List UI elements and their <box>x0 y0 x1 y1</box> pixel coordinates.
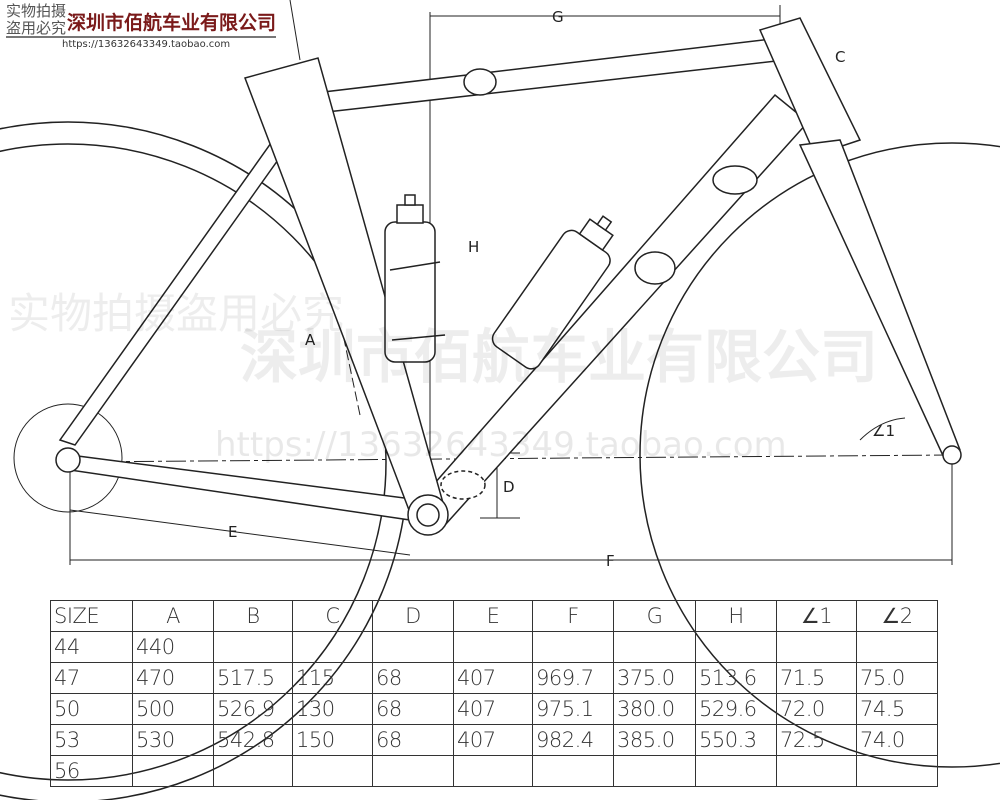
table-cell <box>213 755 293 787</box>
brand-header: 实物拍摄盗用必究 深圳市佰航车业有限公司 https://13632643349… <box>0 0 280 52</box>
water-bottle-seat-tube <box>384 194 446 363</box>
rear-hub-circle <box>13 403 123 513</box>
table-cell: 517.5 <box>213 662 293 694</box>
table-cell: 68 <box>372 724 454 756</box>
table-cell: 975.1 <box>532 693 614 725</box>
table-cell <box>613 631 696 663</box>
front-wheel-outer <box>639 142 1000 768</box>
brand-url: https://13632643349.taobao.com <box>62 39 231 50</box>
table-cell: 53 <box>50 724 133 756</box>
label-angle-1: ∠1 <box>872 422 895 440</box>
table-header-cell: D <box>372 600 454 632</box>
table-cell <box>856 631 938 663</box>
table-cell: 385.0 <box>613 724 696 756</box>
table-cell <box>532 755 614 787</box>
rear-dropout <box>55 447 81 473</box>
table-cell: 150 <box>292 724 373 756</box>
table-cell <box>372 755 454 787</box>
table-row: 56 <box>50 755 938 787</box>
table-cell <box>372 631 454 663</box>
table-header-cell: ∠1 <box>776 600 857 632</box>
table-cell: 68 <box>372 662 454 694</box>
table-cell: 130 <box>292 693 373 725</box>
table-cell: 969.7 <box>532 662 614 694</box>
table-cell <box>292 755 373 787</box>
table-cell: 380.0 <box>613 693 696 725</box>
frame <box>55 17 962 536</box>
table-cell: 526.9 <box>213 693 293 725</box>
table-cell: 407 <box>453 662 533 694</box>
table-cell: 407 <box>453 693 533 725</box>
water-bottle-down-tube <box>491 215 614 370</box>
table-cell: 71.5 <box>776 662 857 694</box>
label-f: F <box>606 552 615 570</box>
table-cell <box>776 755 857 787</box>
table-cell <box>132 755 214 787</box>
table-cell: 440 <box>132 631 214 663</box>
label-g: G <box>552 8 564 26</box>
table-cell: 56 <box>50 755 133 787</box>
seat-stay <box>58 103 312 446</box>
chain-stay <box>69 454 422 521</box>
table-header-cell: B <box>213 600 293 632</box>
front-dropout <box>942 445 962 465</box>
table-cell: 500 <box>132 693 214 725</box>
top-tube <box>297 37 786 116</box>
table-cell: 542.8 <box>213 724 293 756</box>
table-cell: 47 <box>50 662 133 694</box>
table-header-cell: SIZE <box>50 600 133 632</box>
table-header-cell: E <box>453 600 533 632</box>
table-cell <box>453 631 533 663</box>
table-cell: 375.0 <box>613 662 696 694</box>
table-header-cell: ∠2 <box>856 600 938 632</box>
table-cell: 74.0 <box>856 724 938 756</box>
table-cell: 72.0 <box>776 693 857 725</box>
table-cell: 529.6 <box>695 693 777 725</box>
table-header-cell: G <box>613 600 696 632</box>
table-cell: 407 <box>453 724 533 756</box>
table-header-cell: C <box>292 600 373 632</box>
label-c: C <box>835 48 845 66</box>
table-cell: 470 <box>132 662 214 694</box>
table-cell <box>213 631 293 663</box>
table-header-cell: H <box>695 600 777 632</box>
label-a: A <box>305 331 316 349</box>
table-cell: 115 <box>292 662 373 694</box>
brand-company: 深圳市佰航车业有限公司 <box>67 12 277 34</box>
table-cell: 44 <box>50 631 133 663</box>
table-cell <box>453 755 533 787</box>
table-header-cell: A <box>132 600 214 632</box>
down-tube <box>418 93 810 527</box>
table-cell: 530 <box>132 724 214 756</box>
table-cell <box>776 631 857 663</box>
table-cell <box>695 631 777 663</box>
table-cell: 50 <box>50 693 133 725</box>
label-d: D <box>503 478 515 496</box>
table-cell <box>856 755 938 787</box>
table-cell <box>695 755 777 787</box>
brand-slogan: 实物拍摄盗用必究 <box>6 2 67 37</box>
table-header-cell: F <box>532 600 614 632</box>
table-cell <box>532 631 614 663</box>
fork <box>798 139 961 462</box>
brand-divider <box>6 36 276 38</box>
table-cell: 982.4 <box>532 724 614 756</box>
table-cell: 550.3 <box>695 724 777 756</box>
head-tube <box>758 17 862 156</box>
label-h: H <box>468 238 479 256</box>
label-e: E <box>228 523 237 541</box>
table-cell <box>613 755 696 787</box>
table-cell: 68 <box>372 693 454 725</box>
table-cell: 513.6 <box>695 662 777 694</box>
table-cell: 72.5 <box>776 724 857 756</box>
table-cell <box>292 631 373 663</box>
table-cell: 75.0 <box>856 662 938 694</box>
table-cell: 74.5 <box>856 693 938 725</box>
